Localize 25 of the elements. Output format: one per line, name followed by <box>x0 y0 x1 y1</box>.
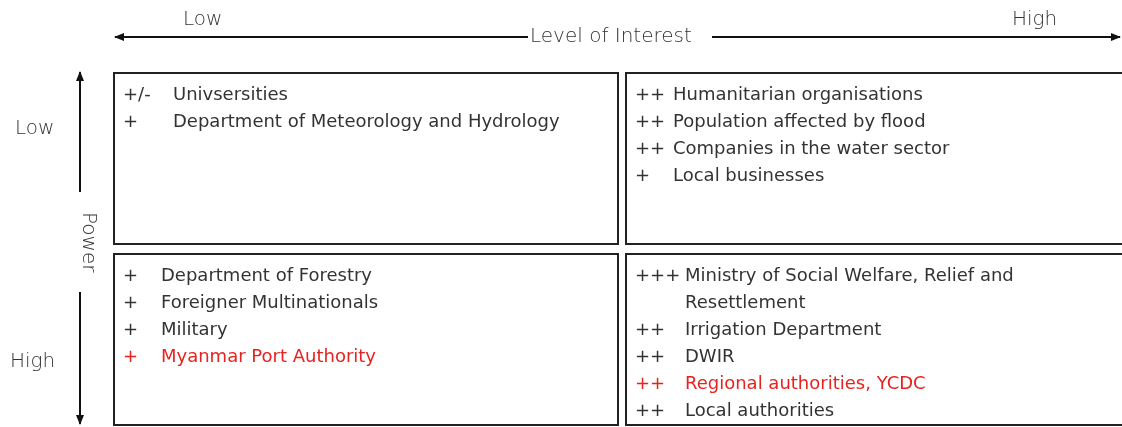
list-item: ++ Companies in the water sector <box>635 136 951 160</box>
list-item: + Local businesses <box>635 163 826 187</box>
list-item: +++ Ministry of Social Welfare, Relief and Resettlement <box>635 263 1015 314</box>
axis-label: Low <box>15 115 55 139</box>
axis-label: High <box>1012 6 1058 30</box>
list-item: ++ Population affected by flood <box>635 109 927 133</box>
list-item: ++ Regional authorities, YCDC <box>635 371 927 395</box>
list-item: ++ Irrigation Department <box>635 317 883 341</box>
list-item: ++ DWIR <box>635 344 736 368</box>
quadrant-box <box>625 253 1122 426</box>
list-item: + Military <box>123 317 229 341</box>
axis-label: Low <box>183 6 223 30</box>
list-item: + Department of Meteorology and Hydrology <box>123 109 561 133</box>
axis-title: Level of Interest <box>530 23 692 47</box>
quadrant-box <box>625 72 1122 245</box>
quadrant-box <box>113 72 619 245</box>
list-item: + Foreigner Multinationals <box>123 290 380 314</box>
quadrant-box <box>113 253 619 426</box>
axis-title: Power <box>78 212 102 273</box>
list-item: +/- Univsersities <box>123 82 289 106</box>
axis-label: High <box>10 348 56 372</box>
list-item: + Department of Forestry <box>123 263 373 287</box>
list-item: + Myanmar Port Authority <box>123 344 378 368</box>
list-item: ++ Local authorities <box>635 398 836 422</box>
list-item: ++ Humanitarian organisations <box>635 82 924 106</box>
